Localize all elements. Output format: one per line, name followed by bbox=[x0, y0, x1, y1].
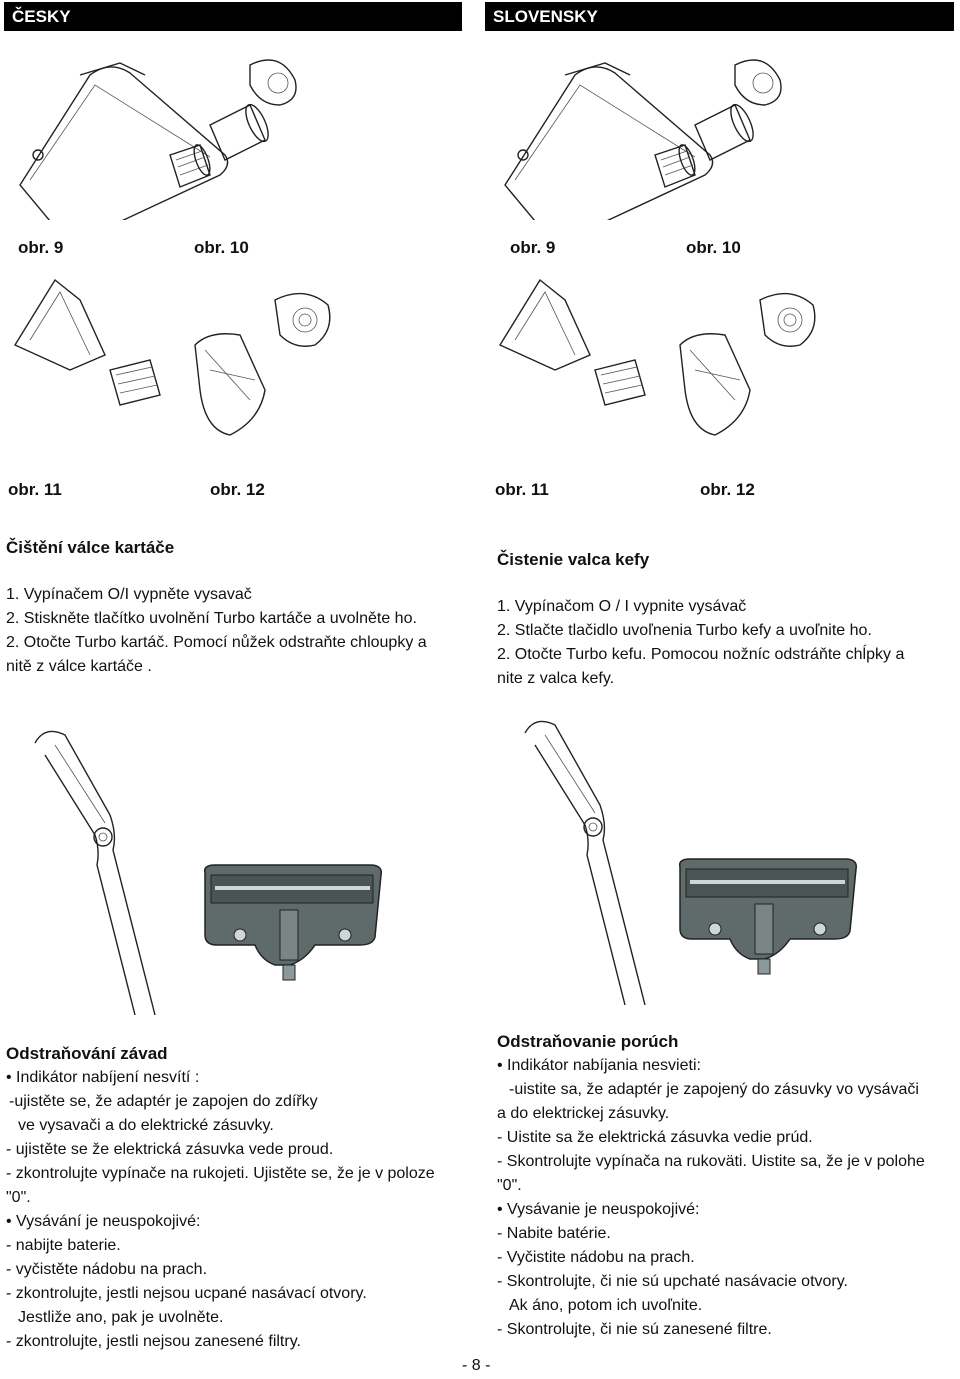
caption-cz-fig9: obr. 9 bbox=[18, 238, 64, 257]
text-line: -uistite sa, že adaptér je zapojený do z… bbox=[509, 1081, 919, 1098]
sk-brush-title: Čistenie valca kefy bbox=[497, 550, 650, 569]
figure-turbo-brush-cz bbox=[34, 730, 383, 1016]
text-line: Jestliže ano, pak je uvolněte. bbox=[18, 1309, 224, 1326]
text-line: • Indikátor nabíjení nesvítí : bbox=[6, 1069, 200, 1086]
cz-trouble-text: • Indikátor nabíjení nesvítí : -ujistěte… bbox=[6, 1066, 435, 1354]
caption-sk-fig9: obr. 9 bbox=[510, 238, 556, 257]
text-line: - Vyčistite nádobu na prach. bbox=[497, 1249, 695, 1266]
text-line: -ujistěte se, že adaptér je zapojen do z… bbox=[9, 1093, 318, 1110]
text-line: - zkontrolujte vypínače na rukojeti. Uji… bbox=[6, 1165, 435, 1182]
cz-brush-title: Čištění válce kartáče bbox=[6, 538, 175, 557]
text-line: • Vysávanie je neuspokojivé: bbox=[497, 1201, 700, 1218]
text-line: a do elektrickej zásuvky. bbox=[497, 1105, 670, 1122]
sk-trouble-text: • Indikátor nabíjania nesvieti: -uistite… bbox=[497, 1054, 925, 1342]
text-line: "0". bbox=[6, 1189, 31, 1206]
figure-turbo-brush-sk bbox=[524, 720, 858, 1006]
header-cesky: ČESKY bbox=[4, 2, 462, 31]
text-line: - ujistěte se že elektrická zásuvka vede… bbox=[6, 1141, 334, 1158]
text-line: • Indikátor nabíjania nesvieti: bbox=[497, 1057, 701, 1074]
text-line: "0". bbox=[497, 1177, 522, 1194]
text-line: 2. Stiskněte tlačítko uvolnění Turbo kar… bbox=[6, 610, 417, 627]
text-line: nitě z válce kartáče . bbox=[6, 658, 152, 675]
caption-sk-fig10: obr. 10 bbox=[686, 238, 741, 257]
text-line: 2. Otočte Turbo kartáč. Pomocí nůžek ods… bbox=[6, 634, 427, 651]
text-line: nite z valca kefy. bbox=[497, 670, 615, 687]
cz-trouble-title: Odstraňování závad bbox=[6, 1044, 168, 1063]
text-line: - zkontrolujte, jestli nejsou zanesené f… bbox=[6, 1333, 301, 1350]
figure-11-12-sk bbox=[498, 278, 816, 436]
header-slovensky: SLOVENSKY bbox=[485, 2, 954, 31]
text-line: - zkontrolujte, jestli nejsou ucpané nas… bbox=[6, 1285, 367, 1302]
text-line: - Skontrolujte vypínača na rukoväti. Uis… bbox=[497, 1153, 925, 1170]
sk-trouble-title: Odstraňovanie porúch bbox=[497, 1032, 679, 1051]
text-line: - Uistite sa že elektrická zásuvka vedie… bbox=[497, 1129, 813, 1146]
text-line: 2. Stlačte tlačidlo uvoľnenia Turbo kefy… bbox=[497, 622, 872, 639]
caption-sk-fig12: obr. 12 bbox=[700, 480, 755, 499]
page-number: - 8 - bbox=[462, 1357, 491, 1374]
text-line: 1. Vypínačem O/I vypněte vysavač bbox=[6, 586, 252, 603]
text-line: - nabijte baterie. bbox=[6, 1237, 121, 1254]
text-line: - vyčistěte nádobu na prach. bbox=[6, 1261, 208, 1278]
figure-11-12-cz bbox=[13, 278, 331, 436]
caption-sk-fig11: obr. 11 bbox=[495, 480, 549, 499]
sk-brush-text: 1. Vypínačom O / I vypnite vysávač 2. St… bbox=[497, 595, 904, 691]
text-line: Ak áno, potom ich uvoľnite. bbox=[509, 1297, 703, 1314]
text-line: 2. Otočte Turbo kefu. Pomocou nožníc ods… bbox=[497, 646, 905, 663]
text-line: - Skontrolujte, či nie sú upchaté nasáva… bbox=[497, 1273, 848, 1290]
caption-cz-fig10: obr. 10 bbox=[194, 238, 249, 257]
figure-9-10-sk bbox=[504, 59, 782, 220]
text-line: - Skontrolujte, či nie sú zanesené filtr… bbox=[497, 1321, 772, 1338]
cz-brush-text: 1. Vypínačem O/I vypněte vysavač 2. Stis… bbox=[6, 583, 427, 679]
text-line: ve vysavači a do elektrické zásuvky. bbox=[18, 1117, 274, 1134]
text-line: 1. Vypínačom O / I vypnite vysávač bbox=[497, 598, 747, 615]
text-line: • Vysávání je neuspokojivé: bbox=[6, 1213, 201, 1230]
figure-9-10-cz bbox=[19, 59, 297, 220]
text-line: - Nabite batérie. bbox=[497, 1225, 611, 1242]
caption-cz-fig11: obr. 11 bbox=[8, 480, 62, 499]
caption-cz-fig12: obr. 12 bbox=[210, 480, 265, 499]
